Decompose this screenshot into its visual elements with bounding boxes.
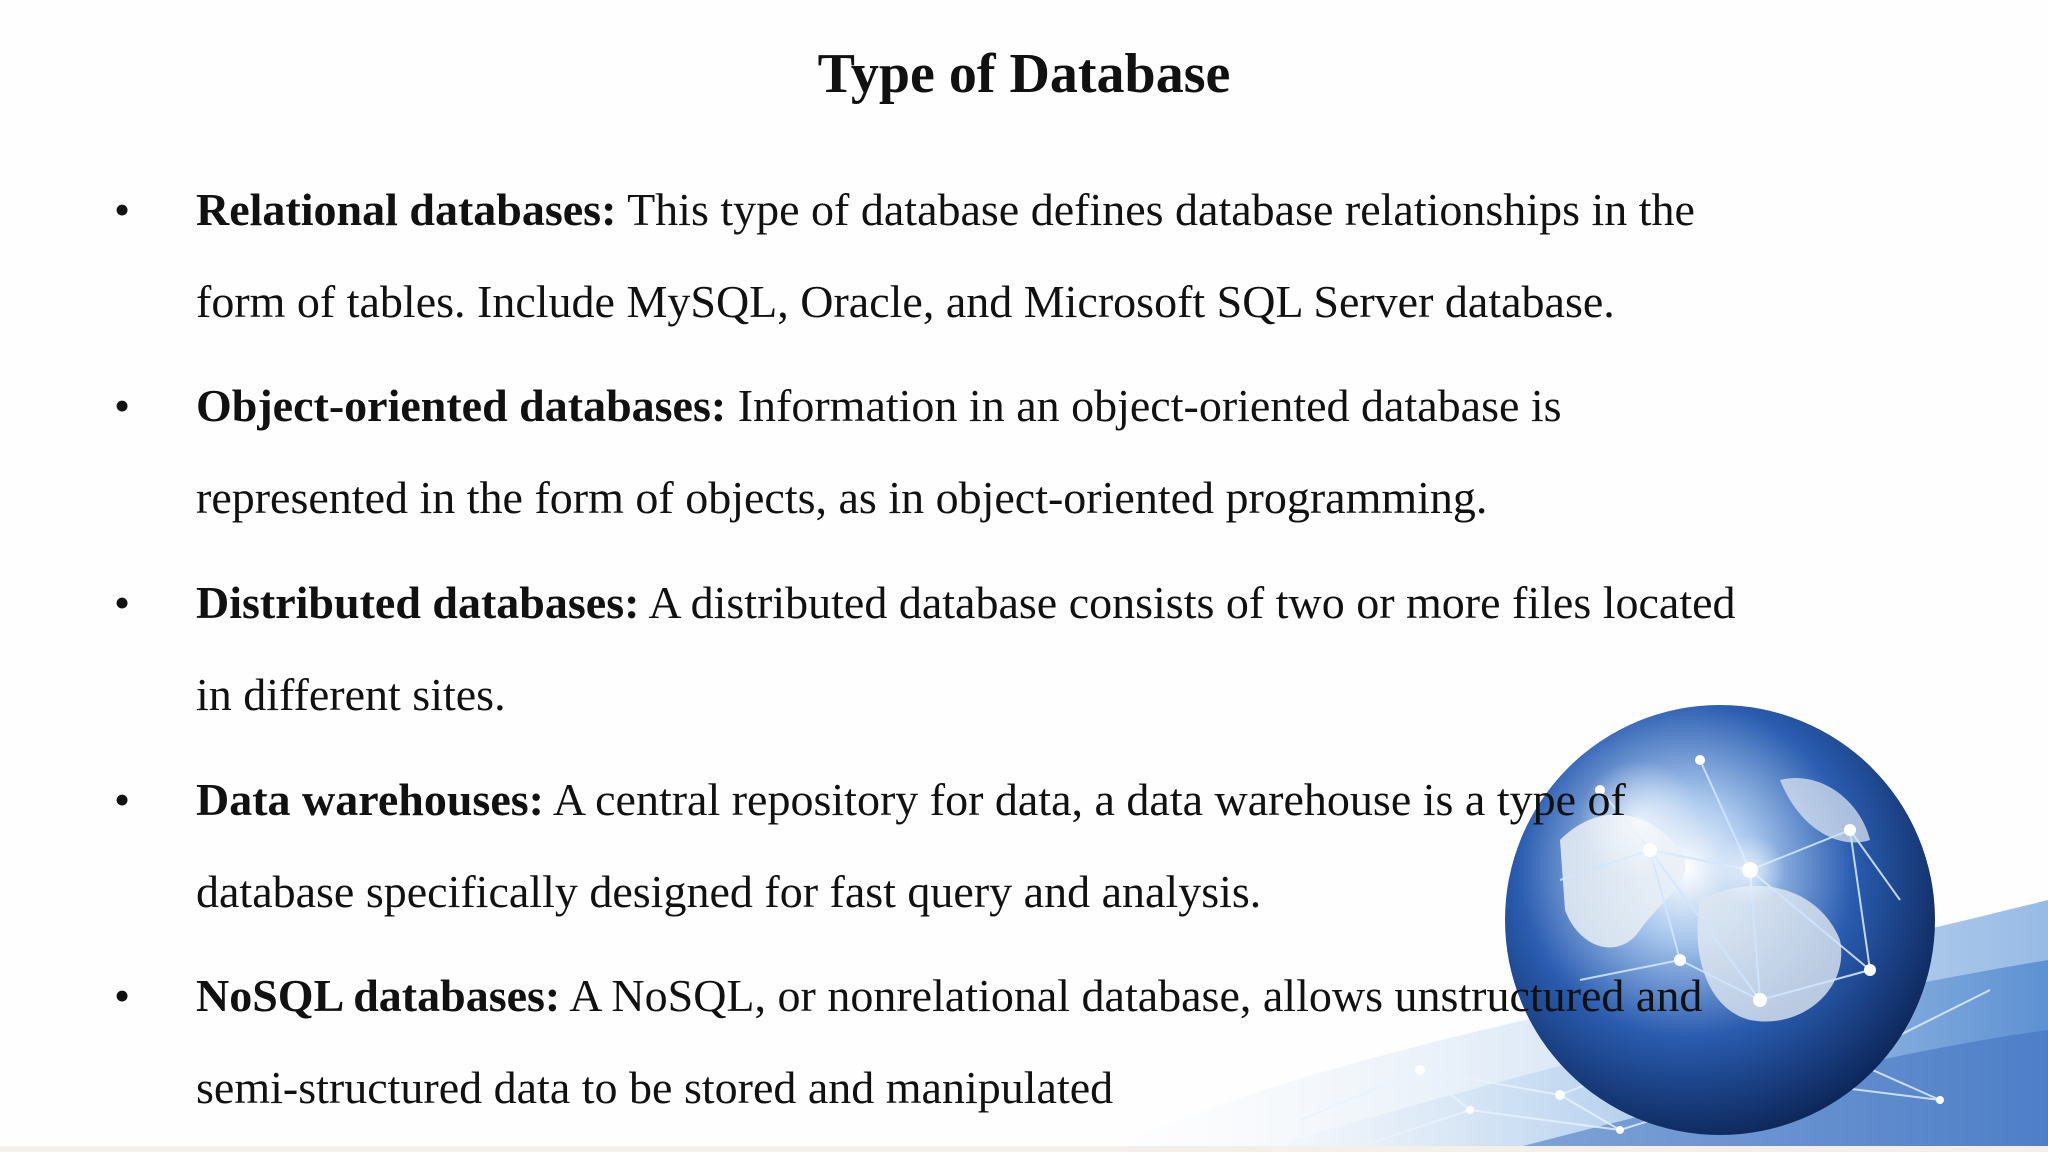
bullet-line-1: NoSQL databases: A NoSQL, or nonrelation… <box>196 950 1946 1042</box>
bullet-term: Distributed databases: <box>196 577 640 628</box>
bullet-line-2: in different sites. <box>196 669 506 720</box>
bullet-text: Data warehouses: A central repository fo… <box>196 754 1946 938</box>
bullet-line-2: form of tables. Include MySQL, Oracle, a… <box>196 276 1615 327</box>
bullet-line-2: database specifically designed for fast … <box>196 866 1262 917</box>
bullet-line-2: semi-structured data to be stored and ma… <box>196 1062 1114 1113</box>
bullet-description: A distributed database consists of two o… <box>639 577 1736 628</box>
bottom-divider <box>0 1146 2048 1152</box>
bullet-description: This type of database defines database r… <box>616 184 1695 235</box>
bullet-marker: • <box>114 970 131 1021</box>
bullet-term: Relational databases: <box>196 184 617 235</box>
bullet-description: Information in an object-oriented databa… <box>726 380 1562 431</box>
slide-title: Type of Database <box>817 43 1231 105</box>
bullet-marker: • <box>114 380 131 431</box>
bullet-marker: • <box>114 774 131 825</box>
bullet-description: A central repository for data, a data wa… <box>543 774 1626 825</box>
bullet-description: A NoSQL, or nonrelational database, allo… <box>560 970 1703 1021</box>
bullet-text: Distributed databases: A distributed dat… <box>196 557 1946 741</box>
bullet-line-1: Distributed databases: A distributed dat… <box>196 557 1946 649</box>
bullet-text: NoSQL databases: A NoSQL, or nonrelation… <box>196 950 1946 1134</box>
bullet-line-1: Data warehouses: A central repository fo… <box>196 754 1946 846</box>
bullet-text: Object-oriented databases: Information i… <box>196 360 1946 544</box>
bullet-term: Data warehouses: <box>196 774 544 825</box>
bullet-line-1: Relational databases: This type of datab… <box>196 164 1946 256</box>
bullet-line-2: represented in the form of objects, as i… <box>196 472 1488 523</box>
bullet-marker: • <box>114 184 131 235</box>
bullet-text: Relational databases: This type of datab… <box>196 164 1946 348</box>
bullet-term: NoSQL databases: <box>196 970 561 1021</box>
bullet-line-1: Object-oriented databases: Information i… <box>196 360 1946 452</box>
bullet-term: Object-oriented databases: <box>196 380 727 431</box>
bullet-marker: • <box>114 577 131 628</box>
